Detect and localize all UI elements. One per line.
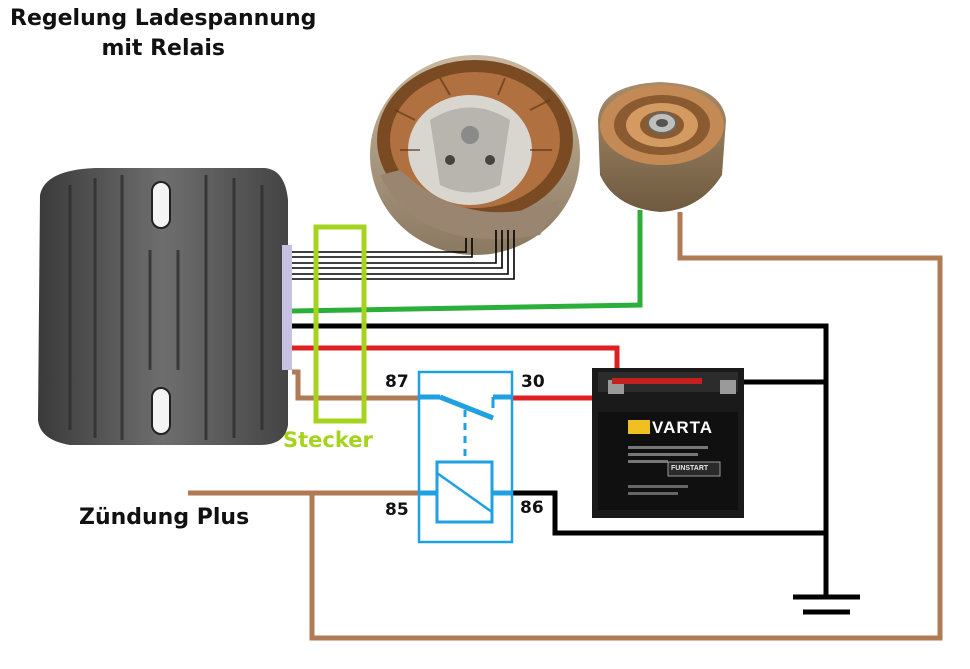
pin-label-30: 30 — [521, 372, 545, 392]
battery — [592, 368, 744, 518]
rotor — [598, 82, 726, 212]
wire-black-86 — [512, 490, 826, 536]
ground-symbol — [793, 594, 860, 615]
ignition-label: Zündung Plus — [79, 505, 250, 530]
pin-label-85: 85 — [385, 500, 409, 520]
title-line-1: Regelung Ladespannung — [10, 6, 317, 31]
page-title: Regelung Ladespannung mit Relais — [10, 4, 316, 64]
wire-green — [291, 210, 643, 314]
battery-badge: FUNSTART — [671, 465, 709, 472]
wire-brown-87 — [292, 369, 418, 401]
stator — [370, 55, 580, 255]
pin-label-86: 86 — [520, 498, 544, 518]
battery-brand: VARTA — [652, 418, 714, 437]
voltage-regulator — [38, 168, 292, 445]
plug-outline — [313, 224, 367, 424]
stecker-label: Stecker — [283, 428, 373, 452]
wire-black-top — [292, 323, 829, 595]
relay — [417, 370, 514, 544]
title-line-2: mit Relais — [101, 36, 225, 61]
wire-red-top — [292, 345, 620, 385]
pin-label-87: 87 — [385, 372, 409, 392]
